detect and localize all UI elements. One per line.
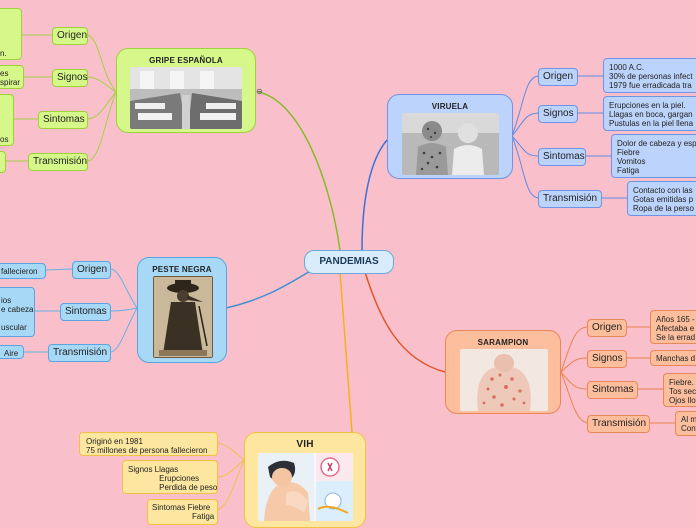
gripe-leaf-origen[interactable]: n.	[0, 8, 22, 60]
sarampion-leaf-transmision[interactable]: Al m Cont	[675, 411, 696, 436]
topic-title: PESTE NEGRA	[152, 265, 212, 274]
rash-back-photo	[460, 349, 548, 411]
peste-leaf-sintomas[interactable]: ios e cabeza uscular	[0, 287, 35, 337]
collapse-toggle-icon[interactable]: ⊖	[256, 87, 263, 96]
sarampion-branch-sintomas[interactable]: Sintomas	[587, 381, 638, 399]
sarampion-branch-origen[interactable]: Origen	[587, 319, 627, 337]
gripe-branch-origen[interactable]: Origen	[52, 27, 88, 45]
peste-branch-transmision[interactable]: Transmisión	[48, 344, 111, 362]
viruela-leaf-origen[interactable]: 1000 A.C. 30% de personas infect 1979 fu…	[603, 58, 696, 93]
viruela-branch-transmision[interactable]: Transmisión	[538, 190, 602, 208]
peste-branch-origen[interactable]: Origen	[72, 261, 111, 279]
viruela-leaf-signos[interactable]: Erupciones en la piel. Llagas en boca, g…	[603, 96, 696, 131]
topic-peste-negra[interactable]: PESTE NEGRA	[137, 257, 227, 363]
peste-branch-sintomas[interactable]: Sintomas	[60, 303, 111, 321]
peste-leaf-origen[interactable]: fallecieron	[0, 263, 46, 279]
topic-viruela[interactable]: VIRUELA	[387, 94, 513, 179]
gripe-branch-sintomas[interactable]: Sintomas	[38, 111, 88, 129]
topic-title: VIH	[296, 439, 314, 450]
vih-leaf-origen[interactable]: Originó en 1981 75 millones de persona f…	[79, 432, 218, 456]
topic-title: VIRUELA	[431, 102, 469, 111]
peste-leaf-transmision[interactable]: Aire	[0, 345, 24, 359]
vih-illustration	[258, 453, 353, 521]
viruela-branch-sintomas[interactable]: Sintomas	[538, 148, 586, 166]
hospital-ward-photo	[130, 67, 242, 129]
viruela-leaf-transmision[interactable]: Contacto con las Gotas emitidas p Ropa d…	[627, 181, 696, 216]
viruela-branch-origen[interactable]: Origen	[538, 68, 578, 86]
viruela-branch-signos[interactable]: Signos	[538, 105, 578, 123]
gripe-branch-signos[interactable]: Signos	[52, 69, 88, 87]
sarampion-leaf-signos[interactable]: Manchas d	[650, 350, 696, 366]
central-topic[interactable]: PANDEMIAS	[304, 250, 394, 274]
topic-gripe-espanola[interactable]: GRIPE ESPAÑOLA	[116, 48, 256, 133]
topic-sarampion[interactable]: SARAMPION	[445, 330, 561, 414]
plague-doctor-illustration	[153, 276, 213, 358]
gripe-leaf-signos[interactable]: es spirar	[0, 65, 24, 89]
sarampion-leaf-sintomas[interactable]: Fiebre. Tos sec Ojos llo	[663, 373, 696, 407]
vih-leaf-sintomas[interactable]: Sintomas Fiebre Fatiga	[147, 499, 218, 525]
topic-title: SARAMPION	[477, 338, 529, 347]
vih-leaf-signos[interactable]: Signos Llagas Erupciones Perdida de peso	[122, 460, 218, 494]
gripe-leaf-transmision[interactable]	[0, 151, 6, 173]
topic-vih[interactable]: VIH	[244, 432, 366, 528]
gripe-leaf-sintomas[interactable]: os	[0, 94, 14, 146]
sarampion-branch-signos[interactable]: Signos	[587, 350, 627, 368]
topic-title: GRIPE ESPAÑOLA	[149, 56, 223, 65]
viruela-leaf-sintomas[interactable]: Dolor de cabeza y esp Fiebre Vomitos Fat…	[611, 134, 696, 178]
smallpox-children-photo	[402, 113, 499, 175]
gripe-branch-transmision[interactable]: Transmisión	[28, 153, 88, 171]
sarampion-leaf-origen[interactable]: Años 165 - Afectaba e Se la errad	[650, 310, 696, 344]
sarampion-branch-transmision[interactable]: Transmisión	[587, 415, 650, 433]
